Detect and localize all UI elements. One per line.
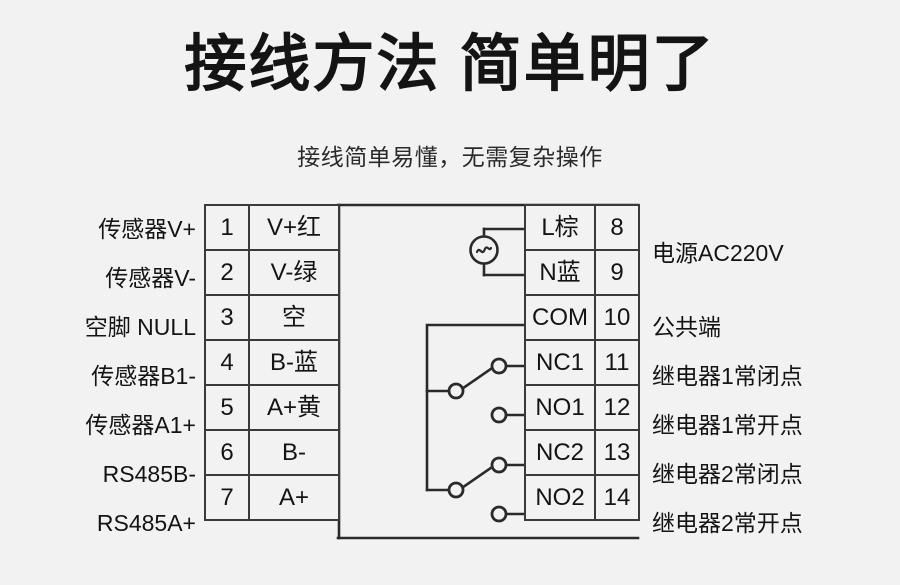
com-bus-wire	[425, 323, 526, 492]
right-pin-name-12: NO1	[524, 384, 596, 431]
right-pin-name-9: N蓝	[524, 249, 596, 296]
left-pin-name-1: V+红	[248, 204, 340, 251]
relay2-blade	[457, 463, 497, 492]
right-pin-num-10: 10	[594, 294, 640, 341]
right-pin-name-14: NO2	[524, 474, 596, 521]
table-row: 2 V-绿	[204, 249, 340, 296]
right-pin-num-9: 9	[594, 249, 640, 296]
relay2-pivot-node	[447, 481, 465, 499]
right-pin-num-14: 14	[594, 474, 640, 521]
table-row: NC1 11	[524, 339, 640, 386]
left-pin-name-6: B-	[248, 429, 340, 476]
table-row: 7 A+	[204, 474, 340, 521]
page-title: 接线方法 简单明了	[184, 30, 716, 99]
table-row: N蓝 9	[524, 249, 640, 296]
left-terminal-table: 1 V+红 2 V-绿 3 空 4 B-蓝 5 A+黄	[204, 204, 340, 521]
right-pin-num-13: 13	[594, 429, 640, 476]
right-pin-name-10: COM	[524, 294, 596, 341]
table-row: 4 B-蓝	[204, 339, 340, 386]
relay1-nc1-node	[490, 357, 508, 375]
table-row: NO2 14	[524, 474, 640, 521]
right-pin-name-8: L棕	[524, 204, 596, 251]
right-pin-name-13: NC2	[524, 429, 596, 476]
table-row: 3 空	[204, 294, 340, 341]
table-row: L棕 8	[524, 204, 640, 251]
relay1-no1-node	[490, 406, 508, 424]
table-row: NC2 13	[524, 429, 640, 476]
left-pin-name-3: 空	[248, 294, 340, 341]
right-pin-num-12: 12	[594, 384, 640, 431]
left-label-2: 传感器V-	[105, 265, 196, 291]
right-label-power: 电源AC220V	[652, 240, 784, 266]
right-label-com: 公共端	[652, 314, 721, 340]
left-pin-num-3: 3	[204, 294, 250, 341]
right-label-nc2: 继电器2常闭点	[652, 461, 803, 487]
table-row: 5 A+黄	[204, 384, 340, 431]
table-row: NO1 12	[524, 384, 640, 431]
left-pin-num-2: 2	[204, 249, 250, 296]
left-label-column: 传感器V+ 传感器V- 空脚 NULL 传感器B1- 传感器A1+ RS485B…	[10, 204, 196, 548]
relay1-pivot-node	[447, 382, 465, 400]
left-pin-num-5: 5	[204, 384, 250, 431]
left-pin-name-5: A+黄	[248, 384, 340, 431]
relay2-no2-node	[490, 505, 508, 523]
relay1-blade	[457, 364, 497, 393]
right-label-nc1: 继电器1常闭点	[652, 363, 803, 389]
right-label-column: 电源AC220V 公共端 继电器1常闭点 继电器1常开点 继电器2常闭点 继电器…	[652, 204, 892, 548]
right-label-no2: 继电器2常开点	[652, 510, 803, 536]
left-label-5: 传感器A1+	[85, 412, 196, 438]
left-pin-name-7: A+	[248, 474, 340, 521]
right-terminal-table: L棕 8 N蓝 9 COM 10 NC1 11 NO1 12	[524, 204, 640, 521]
table-row: 1 V+红	[204, 204, 340, 251]
left-pin-num-4: 4	[204, 339, 250, 386]
left-label-4: 传感器B1-	[91, 363, 196, 389]
left-pin-num-1: 1	[204, 204, 250, 251]
table-row: COM 10	[524, 294, 640, 341]
left-label-3: 空脚 NULL	[84, 314, 196, 340]
right-label-no1: 继电器1常开点	[652, 412, 803, 438]
ac-source-icon	[469, 235, 499, 265]
left-label-1: 传感器V+	[98, 216, 196, 242]
table-row: 6 B-	[204, 429, 340, 476]
left-label-6: RS485B-	[102, 461, 196, 487]
right-pin-num-8: 8	[594, 204, 640, 251]
page-subtitle: 接线简单易懂，无需复杂操作	[297, 144, 603, 170]
left-pin-num-6: 6	[204, 429, 250, 476]
left-pin-num-7: 7	[204, 474, 250, 521]
left-pin-name-2: V-绿	[248, 249, 340, 296]
relay2-nc2-node	[490, 456, 508, 474]
left-pin-name-4: B-蓝	[248, 339, 340, 386]
right-pin-name-11: NC1	[524, 339, 596, 386]
left-label-7: RS485A+	[96, 510, 196, 536]
right-pin-num-11: 11	[594, 339, 640, 386]
